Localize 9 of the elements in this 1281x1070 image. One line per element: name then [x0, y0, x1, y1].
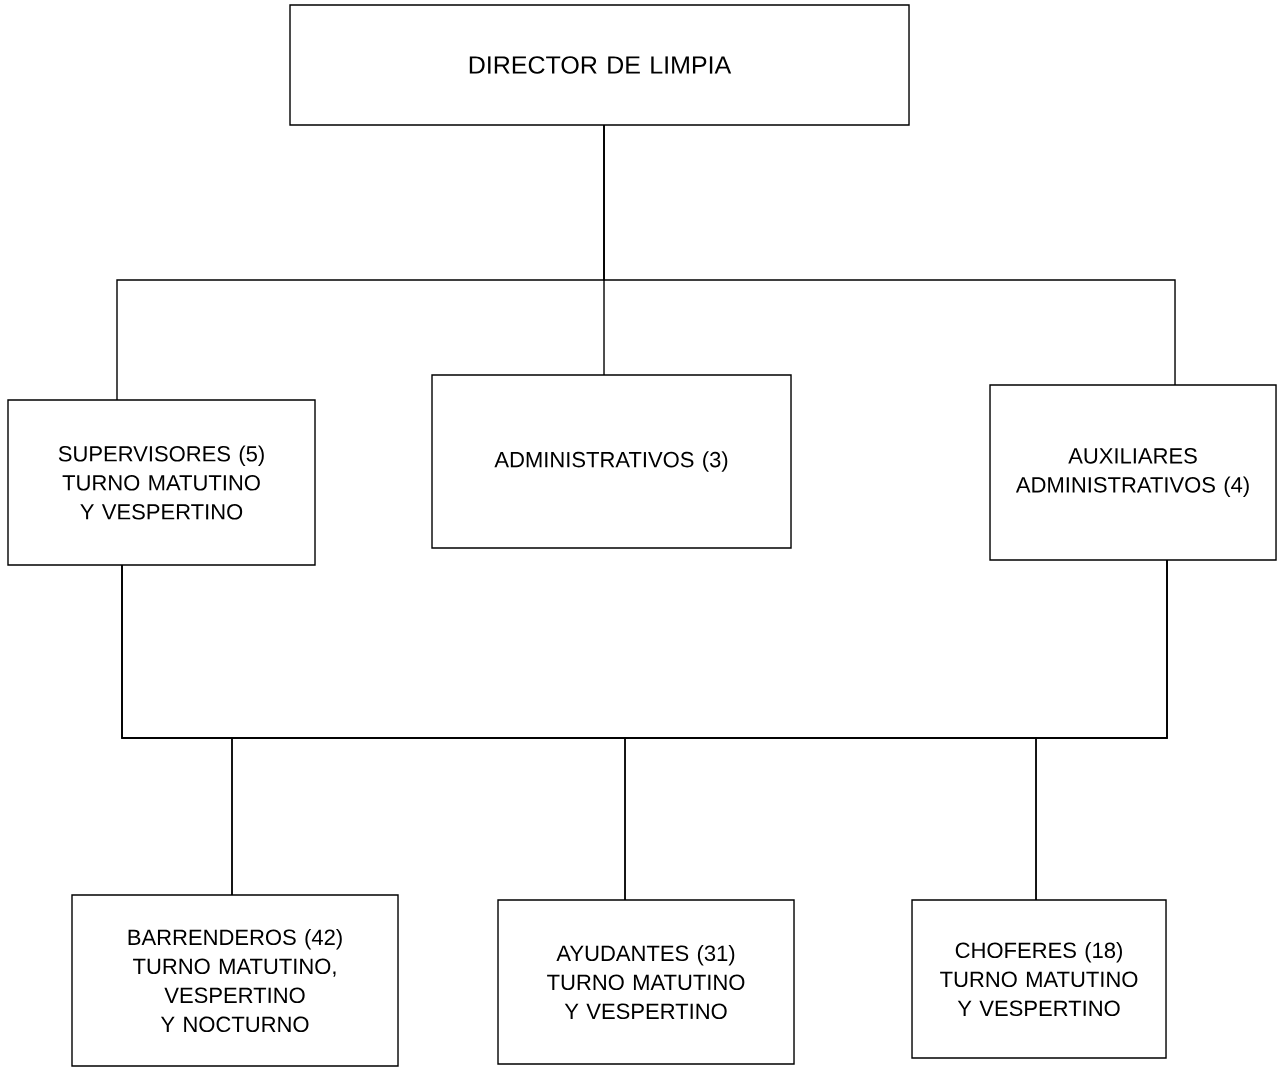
org-box: AYUDANTES (31) TURNO MATUTINO Y VESPERTINO [497, 899, 795, 1065]
connector-line [603, 124, 1176, 386]
org-box: ADMINISTRATIVOS (3) [431, 374, 792, 549]
org-box: DIRECTOR DE LIMPIA [289, 4, 910, 126]
org-box: CHOFERES (18) TURNO MATUTINO Y VESPERTINO [911, 899, 1167, 1059]
org-box: SUPERVISORES (5) TURNO MATUTINO Y VESPERTINO [7, 399, 316, 566]
org-box: BARRENDEROS (42) TURNO MATUTINO, VESPERTINO Y NOCTURNO [71, 894, 399, 1067]
connector-line [1035, 559, 1168, 901]
org-box: AUXILIARES ADMINISTRATIVOS (4) [989, 384, 1277, 561]
